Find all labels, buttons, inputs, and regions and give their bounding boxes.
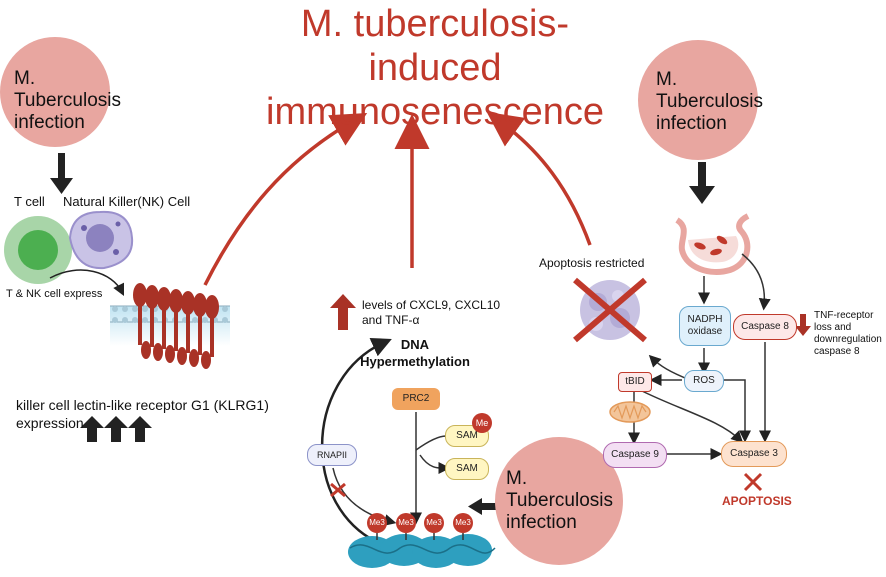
three-up-arrows <box>80 416 152 442</box>
red-arrow-right <box>486 111 592 246</box>
tnf-line-3: downregulation <box>814 334 882 345</box>
apoptosis-restricted-label: Apoptosis restricted <box>539 256 645 270</box>
me3-badge-2: Me3 <box>396 513 416 533</box>
infection-label-left: M. Tuberculosis infection <box>14 68 121 134</box>
nadph-line-1: NADPH <box>687 314 723 325</box>
infection-left-line-3: infection <box>14 112 85 133</box>
infection-label-right: M. Tuberculosis infection <box>656 69 763 135</box>
red-arrow-left <box>203 113 368 286</box>
caspase3-box: Caspase 3 <box>721 441 787 467</box>
sam-box-2: SAM <box>445 458 489 480</box>
nk-cell-label: Natural Killer(NK) Cell <box>63 194 191 209</box>
levels-line-2: and TNF-α <box>362 313 420 327</box>
klrg1-line-1: killer cell lectin-like receptor G1 (KLR… <box>16 397 269 413</box>
rnapii-box: RNAPII <box>307 444 357 466</box>
levels-line-1: levels of CXCL9, CXCL10 <box>362 298 501 312</box>
me-badge: Me <box>472 413 492 433</box>
tnf-receptor-label: TNF-receptor loss and downregulation cas… <box>814 310 882 358</box>
nk-cell-shape <box>68 210 134 270</box>
red-down-arrow-tnf <box>795 314 811 336</box>
phagosome <box>675 213 751 275</box>
infection-right-line-2: Tuberculosis <box>656 91 764 112</box>
apoptosis-label: APOPTOSIS <box>722 494 792 508</box>
caspase9-box: Caspase 9 <box>603 442 667 468</box>
nucleosomes <box>348 534 492 568</box>
red-x-rnapii <box>330 482 346 498</box>
red-up-arrow-levels <box>330 294 356 330</box>
mitochondrion <box>609 401 651 423</box>
infection-left-line-2: Tuberculosis <box>14 90 122 111</box>
infection-circle-right <box>638 40 758 160</box>
ros-box: ROS <box>684 370 724 392</box>
dna-hypermethylation-label: DNA Hypermethylation <box>355 336 475 370</box>
infection-circle-left <box>0 37 110 147</box>
me3-badge-1: Me3 <box>367 513 387 533</box>
t-cell-label: T cell <box>14 194 45 209</box>
infection-label-middle: M. Tuberculosis infection <box>506 468 613 534</box>
red-x-apoptosis <box>743 472 763 492</box>
black-arrow-left <box>50 178 73 194</box>
me3-badge-4: Me3 <box>453 513 473 533</box>
t-cell-shape <box>4 216 72 284</box>
infection-middle-line-3: infection <box>506 512 577 533</box>
dna-line-1: DNA <box>400 337 430 352</box>
title-line-1: M. tuberculosis- <box>300 3 570 45</box>
caspase8-box: Caspase 8 <box>733 314 797 340</box>
me3-badge-3: Me3 <box>424 513 444 533</box>
levels-label: levels of CXCL9, CXCL10 and TNF-α <box>362 298 500 328</box>
nadph-line-2: oxidase <box>687 326 723 337</box>
nadph-oxidase-box: NADPH oxidase <box>679 306 731 346</box>
dna-line-2: Hypermethylation <box>360 354 470 369</box>
tnf-line-1: TNF-receptor <box>814 310 874 321</box>
infection-circle-middle <box>495 437 623 565</box>
express-label: T & NK cell express <box>6 288 103 300</box>
infection-middle-line-2: Tuberculosis <box>506 490 614 511</box>
tnf-line-4: caspase 8 <box>814 346 860 357</box>
klrg1-receptors <box>133 283 219 369</box>
infection-left-line-1: M. <box>14 68 36 89</box>
tnf-line-2: loss and <box>814 322 852 333</box>
apoptotic-cell <box>573 277 647 343</box>
prc2-box: PRC2 <box>392 388 440 410</box>
tbid-box: tBID <box>618 372 652 392</box>
klrg1-label: killer cell lectin-like receptor G1 (KLR… <box>16 396 269 432</box>
page-title: M. tuberculosis- induced immunosenescenc… <box>250 2 620 134</box>
title-line-2: induced <box>368 47 502 89</box>
klrg1-line-2: expression <box>16 415 84 431</box>
infection-right-line-3: infection <box>656 113 727 134</box>
title-line-3: immunosenescence <box>266 91 604 133</box>
infection-middle-line-1: M. <box>506 468 528 489</box>
infection-right-line-1: M. <box>656 69 678 90</box>
